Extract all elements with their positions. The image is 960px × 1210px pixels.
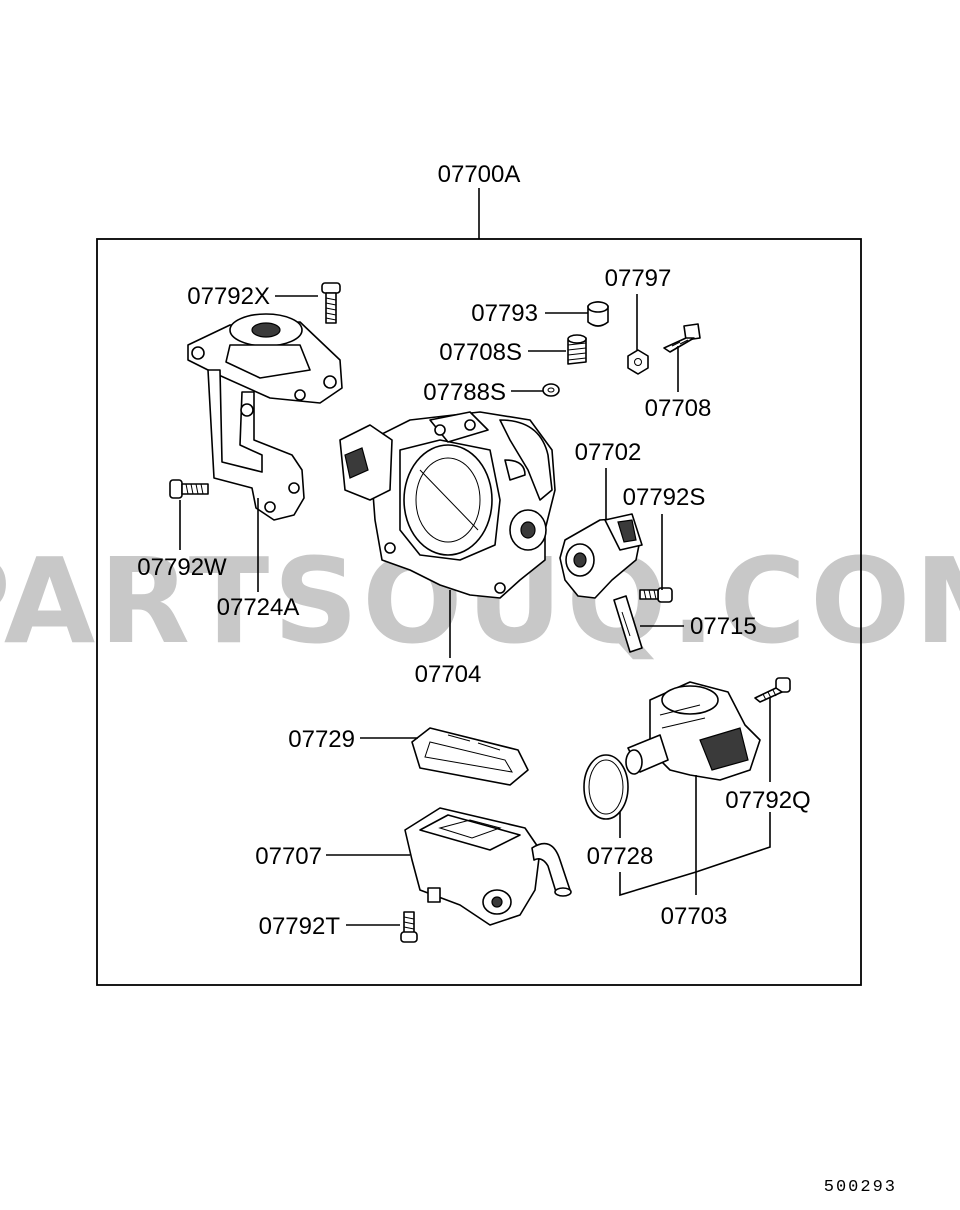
- callout-07797[interactable]: 07797: [605, 265, 672, 292]
- screw-07792X[interactable]: [321, 282, 341, 324]
- assembly-label[interactable]: 07700A: [438, 161, 521, 188]
- callout-07708[interactable]: 07708: [645, 395, 712, 422]
- callout-07703[interactable]: 07703: [661, 903, 728, 930]
- o-ring-07728[interactable]: [583, 754, 629, 820]
- callout-07792T[interactable]: 07792T: [259, 913, 341, 940]
- callout-07702[interactable]: 07702: [575, 439, 642, 466]
- callout-07704[interactable]: 07704: [415, 661, 482, 688]
- callout-07793[interactable]: 07793: [471, 300, 538, 327]
- washer-07788S[interactable]: [542, 383, 560, 397]
- callout-07792X[interactable]: 07792X: [187, 283, 270, 310]
- spacer-07715[interactable]: [613, 595, 643, 653]
- screw-07792S[interactable]: [639, 587, 673, 603]
- doc-number: 500293: [824, 1178, 897, 1197]
- cap-07793[interactable]: [587, 301, 609, 327]
- screw-07792Q[interactable]: [754, 677, 791, 703]
- housing-07707[interactable]: [404, 807, 572, 926]
- gasket-07729[interactable]: [411, 727, 529, 786]
- callout-07708S[interactable]: 07708S: [439, 339, 522, 366]
- callout-07792W[interactable]: 07792W: [137, 554, 227, 581]
- callout-07707[interactable]: 07707: [255, 843, 322, 870]
- callout-07728[interactable]: 07728: [587, 843, 654, 870]
- callout-07715[interactable]: 07715: [690, 613, 757, 640]
- callout-07792S[interactable]: 07792S: [623, 484, 706, 511]
- screw-07792W[interactable]: [169, 479, 209, 499]
- callout-07792Q[interactable]: 07792Q: [725, 787, 810, 814]
- callout-07724A[interactable]: 07724A: [217, 594, 300, 621]
- bolt-07708[interactable]: [663, 323, 701, 353]
- callout-07788S[interactable]: 07788S: [423, 379, 506, 406]
- leader-lines: [179, 294, 771, 926]
- callout-07729[interactable]: 07729: [288, 726, 355, 753]
- screw-07708S[interactable]: [567, 334, 587, 365]
- bracket-07724A[interactable]: [187, 313, 343, 521]
- screw-07792T[interactable]: [400, 911, 418, 943]
- sensor-07702[interactable]: [559, 513, 643, 599]
- nut-07797[interactable]: [627, 349, 649, 375]
- throttle-body-07704[interactable]: [339, 411, 556, 599]
- isc-motor-07703[interactable]: [625, 681, 761, 781]
